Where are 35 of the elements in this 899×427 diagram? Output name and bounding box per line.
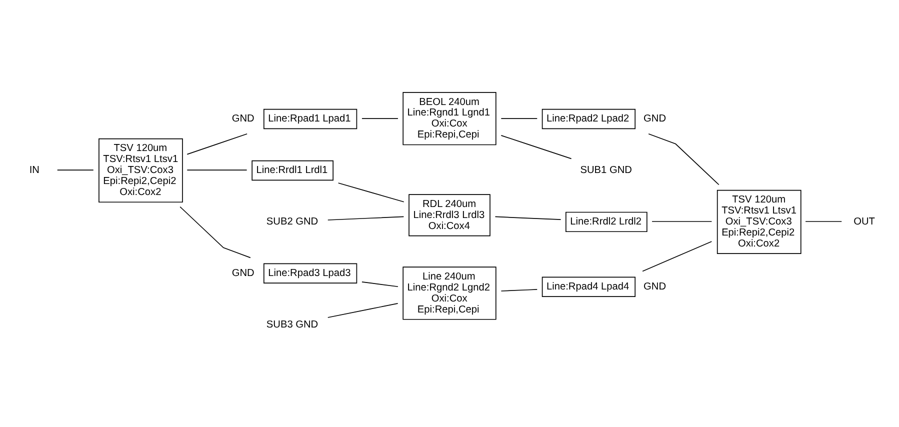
node-box: Line:Rpad2 Lpad2 <box>542 108 636 130</box>
node-label: GND <box>644 114 666 125</box>
node-box: Line:Rpad1 Lpad1 <box>263 108 358 130</box>
connector <box>362 282 398 288</box>
connector <box>362 118 398 120</box>
node-box: Line:Rpad3 Lpad3 <box>263 263 358 284</box>
connector <box>338 182 404 202</box>
node-text: IN <box>29 165 40 176</box>
connector <box>327 216 404 220</box>
node-box: Line:Rrdl2 Lrdl2 <box>566 212 648 232</box>
connector <box>648 133 720 186</box>
connector <box>642 241 712 272</box>
node-box: Line:Rrdl1 Lrdl1 <box>252 160 334 181</box>
connector <box>186 133 248 155</box>
connector <box>494 216 562 220</box>
node-box: TSV 120um TSV:Rtsv1 Ltsv1 Oxi_TSV:Cox3 Epi:Repi2,Cepi2 Oxi:Cox2 <box>98 138 183 203</box>
node-text: SUB2 GND <box>266 216 318 228</box>
node-box: BEOL 240um Line:Rgnd1 Lgnd1 Oxi:Cox Epi:Repi,Cepi <box>402 92 496 146</box>
node-text: OUT <box>854 216 875 228</box>
connector <box>180 206 251 258</box>
node-box: RDL 240um Line:Rrdl3 Lrdl3 Oxi:Cox4 <box>408 194 490 236</box>
node-label: GND <box>232 114 254 125</box>
connector <box>500 135 572 160</box>
connector <box>805 221 842 222</box>
node-box: Line:Rpad4 Lpad4 <box>542 276 636 298</box>
connector <box>327 303 398 318</box>
node-box: Line 240um Line:Rgnd2 Lgnd2 Oxi:Cox Epi:Repi,Cepi <box>402 266 496 320</box>
node-label: GND <box>644 282 666 293</box>
node-box: TSV 120um TSV:Rtsv1 Ltsv1 Oxi_TSV:Cox3 Epi:Repi2,Cepi2 Oxi:Cox2 <box>716 190 802 254</box>
connector <box>500 289 538 292</box>
node-text: SUB1 GND <box>580 165 632 176</box>
node-label: GND <box>232 268 254 280</box>
node-text: SUB3 GND <box>266 319 318 330</box>
connector <box>500 118 538 120</box>
connector <box>652 221 712 222</box>
